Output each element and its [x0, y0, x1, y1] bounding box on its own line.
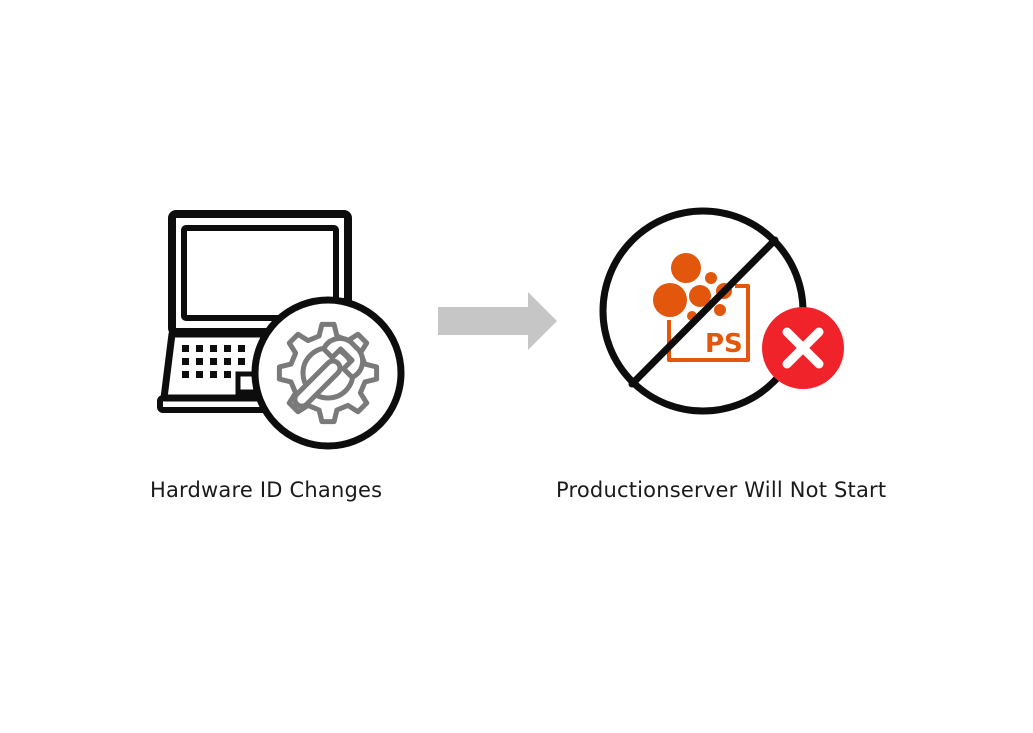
productionserver-caption: Productionserver Will Not Start [556, 478, 887, 502]
arrow-right-icon [438, 292, 557, 350]
prohibited-slash [628, 236, 779, 388]
error-x-icon [762, 307, 844, 389]
wrench-icon [292, 335, 366, 409]
hardware-caption: Hardware ID Changes [150, 478, 383, 502]
keyboard-keys [182, 345, 245, 378]
logo-text: PS [705, 329, 743, 359]
